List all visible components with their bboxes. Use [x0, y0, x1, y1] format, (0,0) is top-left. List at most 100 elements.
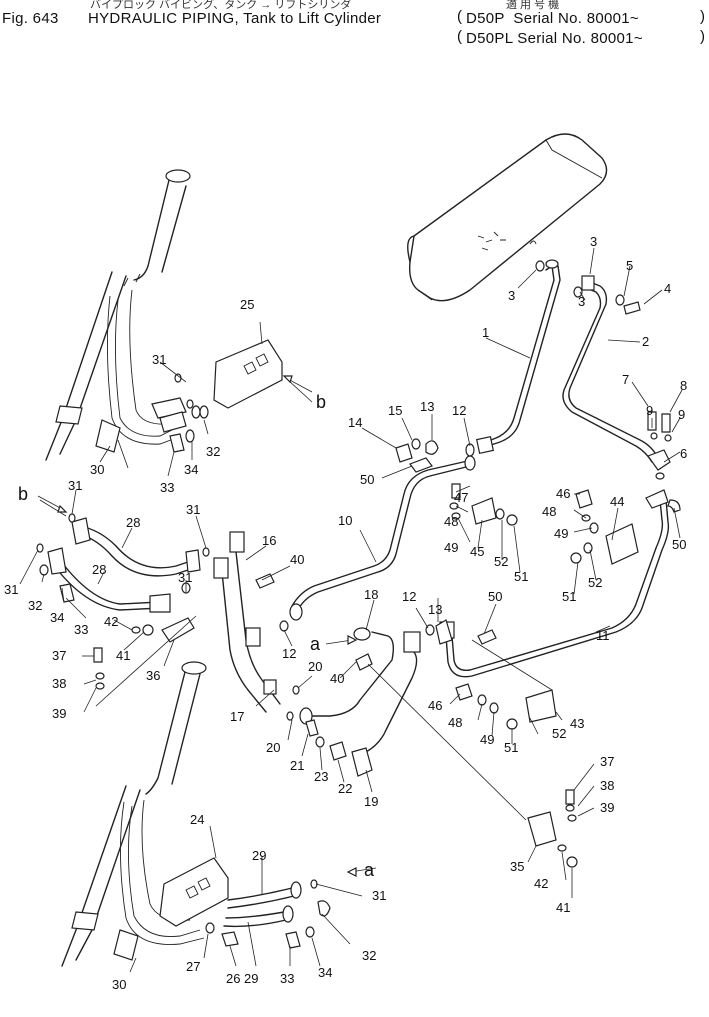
callout-8: 8 — [680, 378, 687, 393]
pipes-16-19 — [213, 531, 453, 777]
callout-20: 20 — [308, 659, 322, 674]
view-label-b-top: b — [316, 392, 326, 412]
bracket-close-icon: ) — [700, 28, 705, 45]
callout-34: 34 — [50, 610, 64, 625]
callout-33: 33 — [160, 480, 174, 495]
hoses-28 — [47, 517, 201, 613]
callout-49: 49 — [480, 732, 494, 747]
callout-40: 40 — [330, 671, 344, 686]
callout-33: 33 — [74, 622, 88, 637]
callout-47: 47 — [454, 490, 468, 505]
callout-11: 11 — [596, 628, 610, 643]
callout-41: 41 — [116, 648, 130, 663]
callout-37: 37 — [52, 648, 66, 663]
callout-45: 45 — [470, 544, 484, 559]
brackets-misc — [161, 497, 639, 847]
callout-33: 33 — [280, 971, 294, 986]
callout-9: 9 — [646, 403, 653, 418]
bracket-close-icon: ) — [700, 8, 705, 25]
callout-52: 52 — [552, 726, 566, 741]
callout-12: 12 — [452, 403, 466, 418]
callout-39: 39 — [600, 800, 614, 815]
callout-16: 16 — [262, 533, 276, 548]
figure-title: HYDRAULIC PIPING, Tank to Lift Cylinder — [88, 10, 382, 27]
callout-10: 10 — [338, 513, 352, 528]
bracket-open-icon: ( — [457, 8, 462, 25]
callout-26: 26 — [226, 971, 240, 986]
callout-52: 52 — [494, 554, 508, 569]
callout-51: 51 — [514, 569, 528, 584]
japanese-applicability-label: 適 用 号 機 — [506, 0, 560, 11]
callout-22: 22 — [338, 781, 352, 796]
callout-31: 31 — [68, 478, 82, 493]
pipe-10 — [289, 455, 476, 621]
callout-21: 21 — [290, 758, 304, 773]
callout-18: 18 — [364, 587, 378, 602]
callout-32: 32 — [28, 598, 42, 613]
view-label-b-left: b — [18, 484, 28, 504]
callout-13: 13 — [428, 602, 442, 617]
callout-40: 40 — [290, 552, 304, 567]
hydraulic-tank — [407, 133, 608, 302]
callout-34: 34 — [184, 462, 198, 477]
callout-25: 25 — [240, 297, 254, 312]
callout-49: 49 — [444, 540, 458, 555]
callout-34: 34 — [318, 965, 332, 980]
callout-3: 3 — [508, 288, 515, 303]
callout-31: 31 — [372, 888, 386, 903]
callout-13: 13 — [420, 399, 434, 414]
callout-31: 31 — [4, 582, 18, 597]
callout-17: 17 — [230, 709, 244, 724]
callout-38: 38 — [600, 778, 614, 793]
callout-29: 29 — [252, 848, 266, 863]
lift-cylinder-upper — [45, 169, 191, 461]
callout-31: 31 — [152, 352, 166, 367]
callout-27: 27 — [186, 959, 200, 974]
callout-5: 5 — [626, 258, 633, 273]
callout-50: 50 — [360, 472, 374, 487]
callout-48: 48 — [444, 514, 458, 529]
bracket-24 — [159, 857, 302, 928]
callout-49: 49 — [554, 526, 568, 541]
callout-28: 28 — [92, 562, 106, 577]
pipe-2 — [562, 275, 671, 471]
japanese-title: バイプロック バイビング、タンク → リフトシリンダ — [90, 0, 352, 11]
callout-29: 29 — [244, 971, 258, 986]
callout-50: 50 — [488, 589, 502, 604]
callout-9: 9 — [678, 407, 685, 422]
callout-23: 23 — [314, 769, 328, 784]
callout-48: 48 — [542, 504, 556, 519]
callout-44: 44 — [610, 494, 624, 509]
leader-lines — [19, 247, 683, 973]
lift-cylinder-lower — [61, 661, 207, 967]
pipe-1 — [475, 259, 561, 455]
callout-3: 3 — [578, 294, 585, 309]
callout-48: 48 — [448, 715, 462, 730]
callout-2: 2 — [642, 334, 649, 349]
callout-12: 12 — [282, 646, 296, 661]
callout-51: 51 — [504, 740, 518, 755]
callout-31: 31 — [186, 502, 200, 517]
callout-31: 31 — [178, 570, 192, 585]
callout-30: 30 — [90, 462, 104, 477]
serial-applicability-d50p: D50P Serial No. 80001~ — [466, 10, 639, 27]
callout-20: 20 — [266, 740, 280, 755]
callout-39: 39 — [52, 706, 66, 721]
callout-1: 1 — [482, 325, 489, 340]
callout-42: 42 — [534, 876, 548, 891]
callout-19: 19 — [364, 794, 378, 809]
callout-15: 15 — [388, 403, 402, 418]
callout-32: 32 — [206, 444, 220, 459]
callout-41: 41 — [556, 900, 570, 915]
view-arrows: b b a a — [18, 375, 377, 880]
callout-43: 43 — [570, 716, 584, 731]
callout-numbers: 1 2 3 3 3 4 5 6 7 8 9 9 10 11 12 12 12 1… — [4, 234, 687, 992]
callout-35: 35 — [510, 859, 524, 874]
bracket-open-icon: ( — [457, 28, 462, 45]
callout-28: 28 — [126, 515, 140, 530]
serial-applicability-d50pl: D50PL Serial No. 80001~ — [466, 30, 643, 47]
callout-32: 32 — [362, 948, 376, 963]
figure-number: Fig. 643 — [2, 10, 59, 27]
